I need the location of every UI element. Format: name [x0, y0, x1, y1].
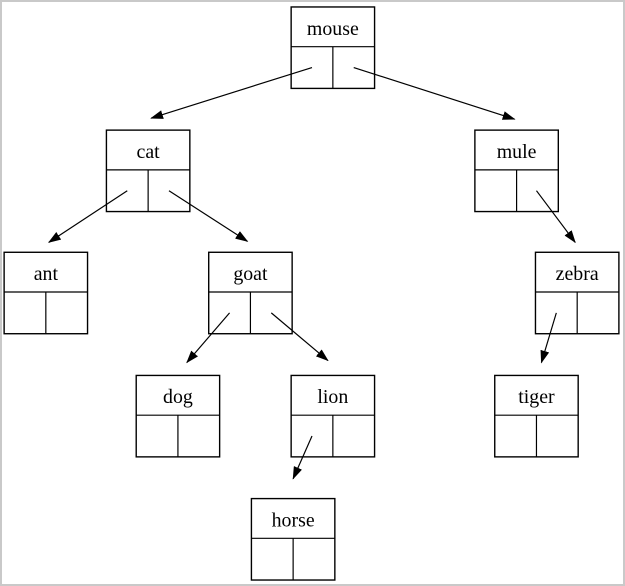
node-cat-label: cat — [137, 141, 161, 163]
node-mouse: mouse — [290, 6, 376, 90]
node-goat: goat — [208, 251, 293, 335]
node-lion-label: lion — [317, 386, 348, 408]
node-ant: ant — [3, 251, 89, 335]
node-mule: mule — [474, 129, 560, 213]
edge-goat-left-dog — [186, 312, 231, 364]
edge-mouse-left-cat — [150, 66, 313, 119]
node-zebra: zebra — [534, 251, 620, 335]
edge-goat-right-lion — [270, 312, 329, 362]
node-tiger-label: tiger — [518, 386, 555, 408]
node-lion: lion — [290, 374, 376, 458]
node-ant-label: ant — [34, 263, 59, 285]
node-tiger: tiger — [494, 374, 579, 458]
node-horse-label: horse — [272, 509, 315, 531]
node-dog: dog — [135, 374, 221, 458]
edge-mouse-right-mule — [353, 66, 516, 120]
node-dog-label: dog — [163, 386, 193, 408]
edge-cat-left-ant — [47, 190, 128, 243]
node-goat-label: goat — [233, 263, 268, 285]
node-mule-label: mule — [497, 141, 537, 163]
edge-zebra-left-tiger — [540, 312, 557, 364]
node-cat: cat — [105, 129, 191, 213]
edges — [47, 66, 576, 480]
node-mouse-label: mouse — [307, 18, 359, 40]
node-horse: horse — [250, 497, 336, 581]
edge-mule-right-zebra — [535, 190, 576, 244]
edge-cat-right-goat — [168, 190, 249, 242]
node-zebra-label: zebra — [556, 263, 599, 285]
